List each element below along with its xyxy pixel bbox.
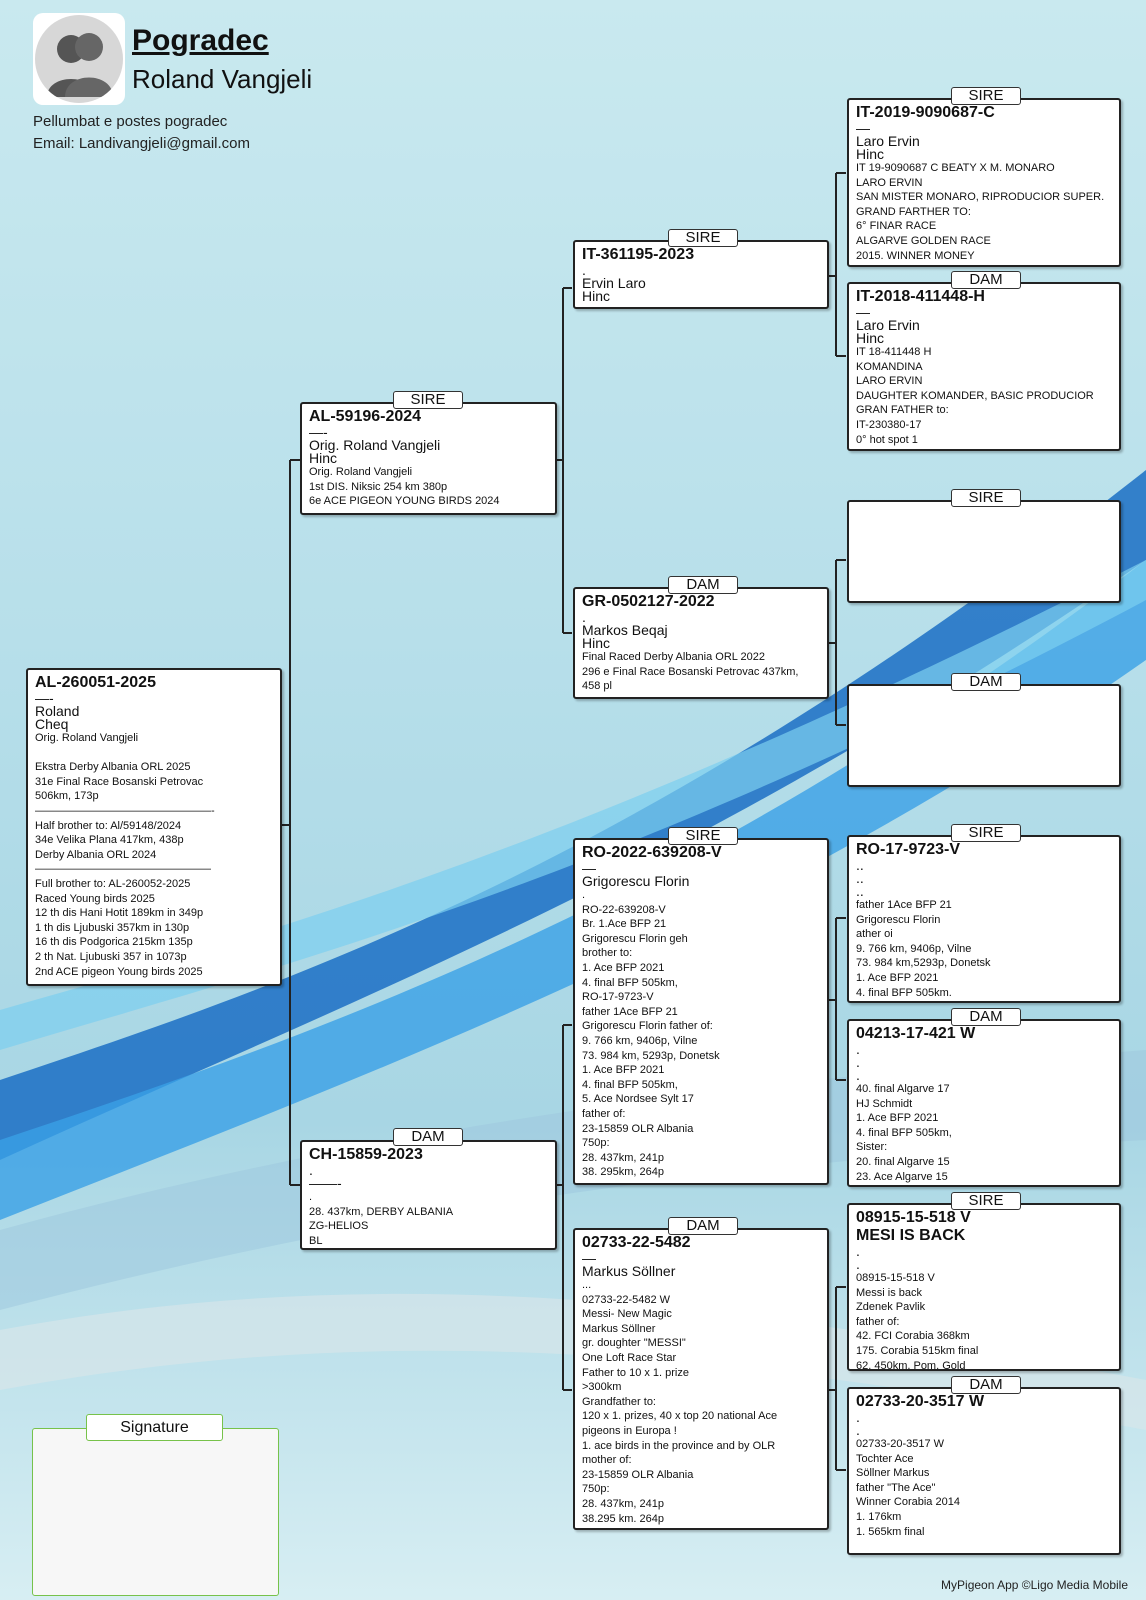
pigeon-card-sds[interactable] <box>847 500 1121 603</box>
sire-tag: SIRE <box>951 1192 1021 1210</box>
ring-number: IT-2018-411448-H <box>856 288 985 305</box>
pigeon-notes: ... 02733-22-5482 W Messi- New Magic Mar… <box>582 1279 778 1525</box>
sire-tag: SIRE <box>951 489 1021 507</box>
sire-tag: SIRE <box>668 827 738 845</box>
people-icon <box>47 33 113 97</box>
pigeon-notes: . 28. 437km, DERBY ALBANIA ZG-HELIOS BL <box>309 1191 454 1247</box>
signature-label: Signature <box>86 1414 223 1441</box>
owner-name: Roland Vangjeli <box>132 64 313 94</box>
dam-tag: DAM <box>668 1217 738 1235</box>
pigeon-card-ssd[interactable]: IT-2018-411448-H — Laro Ervin Hinc IT 18… <box>847 282 1121 451</box>
pigeon-notes: 40. final Algarve 17 HJ Schmidt 1. Ace B… <box>856 1083 952 1183</box>
ring-number: GR-0502127-2022 <box>582 593 715 610</box>
dam-tag: DAM <box>951 1008 1021 1026</box>
pigeon-notes: Orig. Roland Vangjeli Ekstra Derby Alban… <box>35 732 215 978</box>
pigeon-notes: IT 18-411448 H KOMANDINA LARO ERVIN DAUG… <box>856 346 1094 446</box>
pigeon-notes: father 1Ace BFP 21 Grigorescu Florin ath… <box>856 899 991 999</box>
pigeon-card-sire-dam[interactable]: GR-0502127-2022 . Markos Beqaj Hinc Fina… <box>573 587 829 699</box>
app-credit: MyPigeon App ©Ligo Media Mobile <box>941 1578 1128 1592</box>
sire-tag: SIRE <box>393 391 463 409</box>
ring-number: 02733-22-5482 <box>582 1234 691 1251</box>
pigeon-card-sire[interactable]: AL-59196-2024 —- Orig. Roland Vangjeli H… <box>300 402 557 515</box>
pigeon-card-dam-dam[interactable]: 02733-22-5482 — Markus Söllner ... 02733… <box>573 1228 829 1530</box>
pigeon-card-dsd[interactable]: 04213-17-421 W . . . 40. final Algarve 1… <box>847 1019 1121 1187</box>
pigeon-notes: IT 19-9090687 C BEATY X M. MONARO LARO E… <box>856 162 1105 262</box>
pigeon-name: . Markos Beqaj Hinc <box>582 609 668 651</box>
pigeon-name: — Grigorescu Florin <box>582 860 690 889</box>
pigeon-notes: Final Raced Derby Albania ORL 2022 296 e… <box>582 651 799 693</box>
pigeon-name: —- Orig. Roland Vangjeli Hinc <box>309 424 441 466</box>
ring-number: 02733-20-3517 W <box>856 1393 985 1410</box>
ring-number: IT-2019-9090687-C <box>856 104 995 121</box>
pigeon-card-sss[interactable]: IT-2019-9090687-C — Laro Ervin Hinc IT 1… <box>847 98 1121 267</box>
pigeon-card-dam[interactable]: CH-15859-2023 . ——- . 28. 437km, DERBY A… <box>300 1140 557 1250</box>
ring-number: 08915-15-518 V MESI IS BACK <box>856 1209 971 1244</box>
ring-number: AL-59196-2024 <box>309 408 422 425</box>
pigeon-notes: 02733-20-3517 W Tochter Ace Söllner Mark… <box>856 1438 960 1538</box>
sire-tag: SIRE <box>951 824 1021 842</box>
dam-tag: DAM <box>393 1128 463 1146</box>
ring-number: IT-361195-2023 <box>582 246 695 263</box>
pigeon-card-dss[interactable]: RO-17-9723-V .. .. .. father 1Ace BFP 21… <box>847 835 1121 1003</box>
sire-tag: SIRE <box>951 87 1021 105</box>
pigeon-notes: Orig. Roland Vangjeli 1st DIS. Niksic 25… <box>309 466 500 508</box>
pigeon-name: — Laro Ervin Hinc <box>856 304 920 346</box>
pigeon-card-dds[interactable]: 08915-15-518 V MESI IS BACK . . 08915-15… <box>847 1203 1121 1371</box>
pigeon-notes: 08915-15-518 V Messi is back Zdenek Pavl… <box>856 1272 979 1371</box>
pigeon-card-main[interactable]: AL-260051-2025 —- Roland Cheq Orig. Rola… <box>26 668 282 986</box>
owner-avatar <box>33 13 125 105</box>
dam-tag: DAM <box>951 673 1021 691</box>
pigeon-notes: . RO-22-639208-V Br. 1.Ace BFP 21 Grigor… <box>582 889 720 1179</box>
owner-email: Email: Landivangjeli@gmail.com <box>33 135 250 152</box>
ring-number: AL-260051-2025 <box>35 674 156 691</box>
pigeon-card-ddd[interactable]: 02733-20-3517 W . . 02733-20-3517 W Toch… <box>847 1387 1121 1555</box>
pigeon-name: . . . <box>856 1041 860 1083</box>
dam-tag: DAM <box>951 271 1021 289</box>
page-title: Pogradec <box>132 24 269 57</box>
pigeon-name: —- Roland Cheq <box>35 690 80 732</box>
ring-number: RO-17-9723-V <box>856 841 961 858</box>
pigeon-name: — Laro Ervin Hinc <box>856 120 920 162</box>
pigeon-card-sdd[interactable] <box>847 684 1121 787</box>
ring-number: CH-15859-2023 <box>309 1146 423 1163</box>
pigeon-name: — Markus Söllner <box>582 1250 676 1279</box>
pigeon-name: . ——- <box>309 1162 342 1191</box>
sire-tag: SIRE <box>668 229 738 247</box>
pigeon-card-dam-sire[interactable]: RO-2022-639208-V — Grigorescu Florin . R… <box>573 838 829 1185</box>
dam-tag: DAM <box>951 1376 1021 1394</box>
pigeon-name: .. .. .. <box>856 857 864 899</box>
pigeon-name: . . <box>856 1409 860 1438</box>
ring-number: RO-2022-639208-V <box>582 844 722 861</box>
dam-tag: DAM <box>668 576 738 594</box>
signature-area[interactable] <box>32 1428 279 1596</box>
club-name: Pellumbat e postes pogradec <box>33 113 228 130</box>
ring-number: 04213-17-421 W <box>856 1025 976 1042</box>
pigeon-name: . Ervin Laro Hinc <box>582 262 646 304</box>
pigeon-card-sire-sire[interactable]: IT-361195-2023 . Ervin Laro Hinc <box>573 240 829 309</box>
pigeon-name: . . <box>856 1243 860 1272</box>
